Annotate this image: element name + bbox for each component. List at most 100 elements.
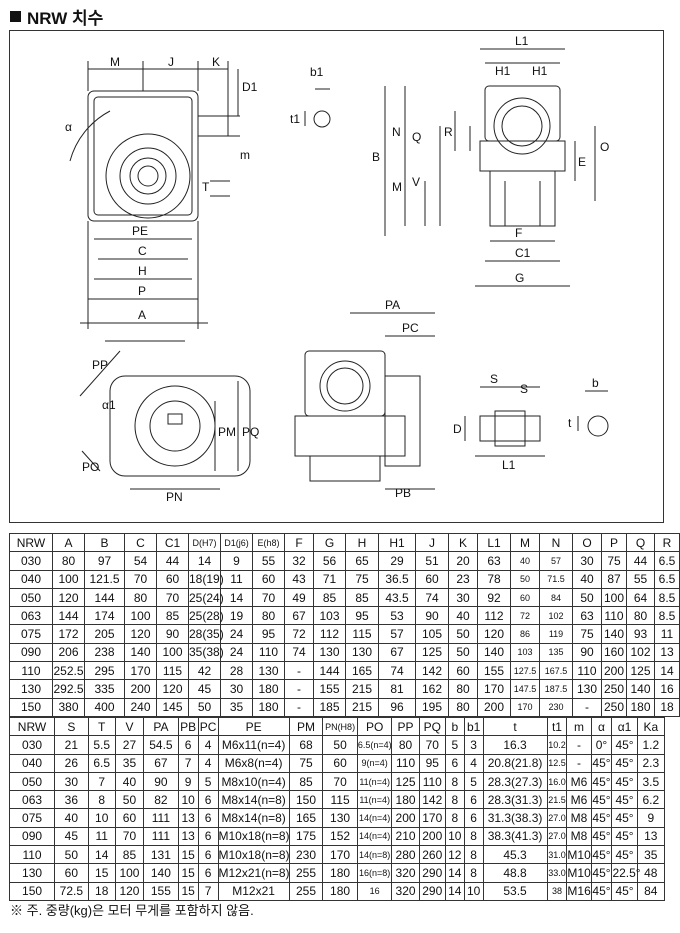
column-header: D(H7) bbox=[188, 532, 221, 553]
table-cell: 140 bbox=[601, 624, 627, 644]
table-cell: 120 bbox=[477, 624, 511, 644]
table-cell: 180 bbox=[252, 679, 285, 699]
table-cell: 6.5(n=4) bbox=[356, 735, 393, 755]
column-header: PP bbox=[391, 716, 420, 737]
table-cell: 18(19) bbox=[188, 569, 224, 589]
label-pa: PA bbox=[385, 298, 400, 312]
table-cell: 155 bbox=[477, 661, 511, 681]
table-cell: 70 bbox=[114, 826, 145, 847]
table-cell: 36 bbox=[54, 790, 89, 810]
table-cell: 14(n=4) bbox=[356, 808, 393, 828]
label-t1: t1 bbox=[290, 112, 300, 126]
table-cell: 063 bbox=[9, 606, 53, 626]
table-cell: - bbox=[284, 679, 314, 699]
table-cell: 130 bbox=[252, 661, 285, 681]
table-cell: - bbox=[566, 735, 592, 755]
table-cell: 48.8 bbox=[482, 863, 548, 883]
table-cell: 130 bbox=[572, 679, 602, 699]
table-cell: 112 bbox=[313, 624, 346, 644]
table-cell: 45° bbox=[590, 863, 613, 883]
table-cell: 167.5 bbox=[539, 661, 573, 681]
table-cell: 130 bbox=[345, 642, 379, 663]
table-cell: 44 bbox=[626, 551, 655, 571]
table-cell: 6 bbox=[197, 863, 219, 883]
table-cell: M12x21(n=8) bbox=[217, 863, 290, 883]
column-header: B bbox=[84, 532, 125, 553]
column-header: α bbox=[590, 716, 613, 737]
table-cell: 090 bbox=[8, 826, 56, 847]
table-cell: 9 bbox=[220, 551, 253, 571]
table-cell: 78 bbox=[477, 569, 511, 589]
table-cell: 45 bbox=[54, 826, 89, 847]
table-cell: 125 bbox=[391, 771, 420, 792]
table-cell: 45° bbox=[611, 808, 638, 828]
table-cell: 13 bbox=[177, 808, 199, 828]
table-cell: 172 bbox=[52, 624, 85, 644]
table-cell: 45° bbox=[611, 790, 638, 810]
table-cell: 60 bbox=[114, 808, 145, 828]
table-cell: 14 bbox=[188, 551, 221, 571]
table-cell: 170 bbox=[124, 661, 157, 681]
table-cell: 53.5 bbox=[482, 881, 548, 901]
table-cell: 180 bbox=[322, 863, 358, 883]
square-bullet-icon bbox=[10, 11, 21, 22]
table-cell: 45.3 bbox=[482, 845, 548, 865]
table-cell: 31.0 bbox=[546, 845, 568, 865]
table-cell: 30 bbox=[448, 587, 478, 608]
table-cell: 43.5 bbox=[378, 587, 416, 608]
table-cell: M8x10(n=4) bbox=[217, 771, 290, 792]
column-header: t1 bbox=[546, 716, 568, 737]
table-cell: 45° bbox=[590, 826, 613, 847]
label-b-key: b bbox=[592, 376, 599, 390]
table-cell: M6 bbox=[566, 771, 592, 792]
table-cell: 57 bbox=[539, 551, 573, 571]
column-header: G bbox=[313, 532, 346, 553]
table-cell: 6.5 bbox=[654, 551, 680, 571]
table-cell: 6.5 bbox=[654, 569, 680, 589]
table-cell: 95 bbox=[252, 624, 285, 644]
column-header: m bbox=[566, 716, 592, 737]
table-cell: 030 bbox=[8, 735, 56, 755]
table-cell: M6x11(n=4) bbox=[217, 735, 290, 755]
column-header: H bbox=[345, 532, 379, 553]
table-cell: - bbox=[572, 697, 602, 717]
column-header: A bbox=[52, 532, 85, 553]
table-cell: 90 bbox=[572, 642, 602, 663]
table-cell: 45° bbox=[590, 881, 613, 901]
table-cell: 60 bbox=[510, 587, 540, 608]
table-cell: 4 bbox=[197, 753, 219, 773]
table-cell: 44 bbox=[156, 551, 189, 571]
table-cell: 80 bbox=[448, 679, 478, 699]
table-cell: 25(24) bbox=[188, 587, 224, 608]
table-cell: 110 bbox=[572, 661, 602, 681]
shaft-view bbox=[464, 386, 609, 457]
table-cell: 23 bbox=[448, 569, 478, 589]
table-cell: 60 bbox=[322, 753, 358, 773]
table-cell: 15 bbox=[177, 845, 199, 865]
table-cell: 28(35) bbox=[188, 624, 224, 644]
table-cell: 75 bbox=[572, 624, 602, 644]
table-cell: 170 bbox=[477, 679, 511, 699]
table-cell: 87 bbox=[601, 569, 627, 589]
table-cell: 50 bbox=[572, 587, 602, 608]
table-cell: 8.5 bbox=[654, 606, 680, 626]
table-cell: 9 bbox=[636, 808, 666, 828]
column-header: b bbox=[444, 716, 465, 737]
table-cell: 063 bbox=[8, 790, 56, 810]
table-cell: 6 bbox=[463, 790, 484, 810]
table-cell: 50 bbox=[448, 642, 478, 663]
table-cell: 15 bbox=[87, 863, 116, 883]
column-header: t bbox=[482, 716, 548, 737]
table-cell: 11(n=4) bbox=[356, 790, 393, 810]
label-l1: L1 bbox=[515, 34, 529, 48]
table-cell: 20.8(21.8) bbox=[482, 753, 548, 773]
column-header: PO bbox=[356, 716, 393, 737]
table-cell: 14 bbox=[654, 661, 680, 681]
table-cell: 170 bbox=[510, 697, 540, 717]
table-cell: 10 bbox=[177, 790, 199, 810]
